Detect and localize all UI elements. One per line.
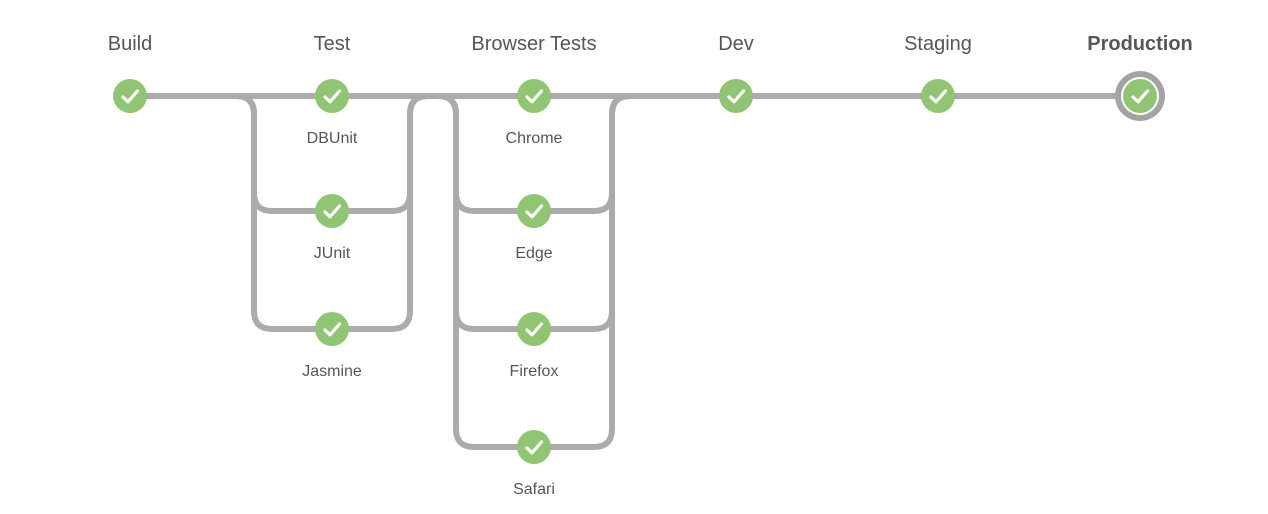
stage-label-staging: Staging: [904, 33, 972, 55]
check-icon: [727, 89, 746, 104]
stage-label-build: Build: [107, 33, 153, 55]
node-chrome-success[interactable]: [517, 79, 551, 113]
stage-label-browser-tests: Browser Tests: [471, 33, 597, 55]
task-label-safari: Safari: [513, 481, 555, 498]
task-label-jasmine: Jasmine: [302, 363, 362, 380]
node-firefox-success[interactable]: [517, 312, 551, 346]
node-build-success[interactable]: [113, 79, 147, 113]
node-dev-success[interactable]: [719, 79, 753, 113]
task-label-junit: JUnit: [313, 245, 351, 262]
stage-label-dev: Dev: [718, 33, 754, 55]
check-icon: [525, 204, 544, 219]
check-icon: [929, 89, 948, 104]
check-icon: [323, 89, 342, 104]
stage-label-production: Production: [1087, 33, 1193, 55]
check-icon: [323, 204, 342, 219]
node-jasmine-success[interactable]: [315, 312, 349, 346]
check-icon: [525, 322, 544, 337]
stage-label-test: Test: [313, 33, 351, 55]
node-staging-success[interactable]: [921, 79, 955, 113]
check-icon: [121, 89, 140, 104]
task-label-chrome: Chrome: [505, 130, 563, 147]
node-dbunit-success[interactable]: [315, 79, 349, 113]
node-junit-success[interactable]: [315, 194, 349, 228]
node-edge-success[interactable]: [517, 194, 551, 228]
node-production-success[interactable]: [1123, 79, 1157, 113]
check-icon: [1131, 89, 1150, 104]
task-label-dbunit: DBUnit: [306, 130, 358, 147]
check-icon: [525, 440, 544, 455]
check-icon: [323, 322, 342, 337]
node-safari-success[interactable]: [517, 430, 551, 464]
task-label-firefox: Firefox: [509, 363, 559, 380]
task-label-edge: Edge: [515, 245, 553, 262]
check-icon: [525, 89, 544, 104]
